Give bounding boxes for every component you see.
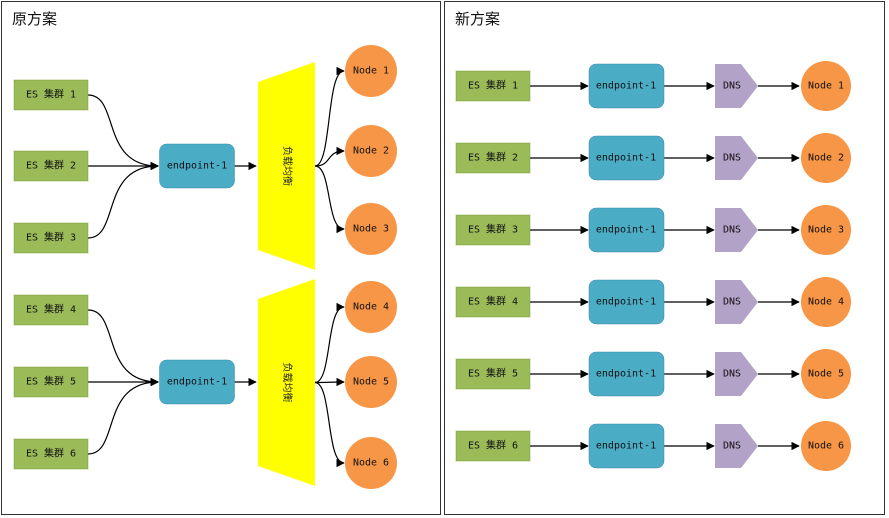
node-circle xyxy=(801,421,851,471)
endpoint-box xyxy=(588,279,665,325)
node-circle xyxy=(345,356,397,408)
endpoint-label: endpoint-1 xyxy=(596,297,656,308)
es-cluster-box xyxy=(13,294,89,326)
es-cluster-label: ES 集群 3 xyxy=(468,223,518,236)
endpoint-label: endpoint-1 xyxy=(596,441,656,452)
dns-label: DNS xyxy=(723,441,741,452)
dns-shape xyxy=(715,424,758,468)
endpoint-label: endpoint-1 xyxy=(596,153,656,164)
node-circle xyxy=(345,45,397,97)
cluster-to-endpoint-edge xyxy=(87,161,159,239)
node-circle xyxy=(345,281,397,333)
es-cluster-label: ES 集群 5 xyxy=(468,367,518,380)
es-cluster-label: ES 集群 5 xyxy=(26,375,76,388)
es-cluster-label: ES 集群 2 xyxy=(468,151,518,164)
endpoint-box xyxy=(588,207,665,253)
es-cluster-box xyxy=(13,366,89,398)
endpoint-label: endpoint-1 xyxy=(167,161,227,172)
cluster-to-endpoint-edge xyxy=(87,94,159,171)
es-cluster-label: ES 集群 6 xyxy=(468,439,518,452)
node-circle xyxy=(801,205,851,255)
es-cluster-box xyxy=(13,222,89,254)
lb-to-node-edge xyxy=(314,381,345,468)
es-cluster-box xyxy=(455,358,531,390)
node-circle xyxy=(801,61,851,111)
lb-to-node-edge xyxy=(314,66,345,167)
es-cluster-label: ES 集群 3 xyxy=(26,231,76,244)
node-label: Node 4 xyxy=(808,297,844,308)
es-cluster-label: ES 集群 2 xyxy=(26,159,76,172)
node-label: Node 1 xyxy=(353,66,389,77)
node-label: Node 1 xyxy=(808,81,844,92)
dns-shape xyxy=(715,136,758,180)
endpoint-box xyxy=(588,423,665,469)
endpoint-label: endpoint-1 xyxy=(167,377,227,388)
es-cluster-label: ES 集群 6 xyxy=(26,447,76,460)
node-label: Node 4 xyxy=(353,302,389,313)
load-balancer-label: 负载均衡 xyxy=(281,363,294,403)
es-cluster-label: ES 集群 4 xyxy=(468,295,518,308)
endpoint-box xyxy=(159,359,235,405)
lb-to-node-edge xyxy=(314,377,345,387)
lb-to-node-edge xyxy=(314,302,345,384)
es-cluster-label: ES 集群 4 xyxy=(26,303,76,316)
lb-to-node-edge xyxy=(314,146,345,167)
endpoint-box xyxy=(588,135,665,181)
es-cluster-box xyxy=(455,70,531,102)
endpoint-label: endpoint-1 xyxy=(596,81,656,92)
cluster-to-endpoint-edge xyxy=(87,309,159,387)
load-balancer-shape xyxy=(258,279,315,486)
es-cluster-box xyxy=(455,214,531,246)
dns-label: DNS xyxy=(723,297,741,308)
node-label: Node 6 xyxy=(353,458,389,469)
dns-shape xyxy=(715,280,758,324)
dns-label: DNS xyxy=(723,369,741,380)
es-cluster-box xyxy=(13,150,89,182)
load-balancer-label: 负载均衡 xyxy=(281,146,294,186)
left-panel-title: 原方案 xyxy=(12,10,58,28)
node-label: Node 3 xyxy=(353,224,389,235)
node-circle xyxy=(801,349,851,399)
lb-to-node-edge xyxy=(314,165,345,234)
node-circle xyxy=(345,125,397,177)
node-label: Node 2 xyxy=(808,153,844,164)
node-circle xyxy=(345,203,397,255)
es-cluster-box xyxy=(455,286,531,318)
node-label: Node 2 xyxy=(353,146,389,157)
cluster-to-endpoint-edge xyxy=(87,377,159,455)
es-cluster-box xyxy=(455,430,531,462)
load-balancer-shape xyxy=(258,62,315,270)
node-label: Node 5 xyxy=(808,369,844,380)
es-cluster-box xyxy=(13,79,89,111)
endpoint-box xyxy=(588,63,665,109)
es-cluster-box xyxy=(455,142,531,174)
node-circle xyxy=(345,437,397,489)
endpoint-label: endpoint-1 xyxy=(596,225,656,236)
node-label: Node 5 xyxy=(353,377,389,388)
es-cluster-label: ES 集群 1 xyxy=(468,79,518,92)
endpoint-box xyxy=(159,143,235,189)
right-panel-title: 新方案 xyxy=(455,10,501,28)
dns-label: DNS xyxy=(723,225,741,236)
edges-layer xyxy=(87,66,800,468)
dns-label: DNS xyxy=(723,81,741,92)
es-cluster-label: ES 集群 1 xyxy=(26,88,76,101)
node-circle xyxy=(801,277,851,327)
node-label: Node 6 xyxy=(808,441,844,452)
es-cluster-box xyxy=(13,438,89,470)
endpoint-label: endpoint-1 xyxy=(596,369,656,380)
node-circle xyxy=(801,133,851,183)
endpoint-box xyxy=(588,351,665,397)
dns-shape xyxy=(715,64,758,108)
node-label: Node 3 xyxy=(808,225,844,236)
dns-shape xyxy=(715,208,758,252)
dns-shape xyxy=(715,352,758,396)
dns-label: DNS xyxy=(723,153,741,164)
shapes-layer: ES 集群 1 ES 集群 2 ES 集群 3 endpoint-1 负载均衡 Node … xyxy=(13,45,851,489)
